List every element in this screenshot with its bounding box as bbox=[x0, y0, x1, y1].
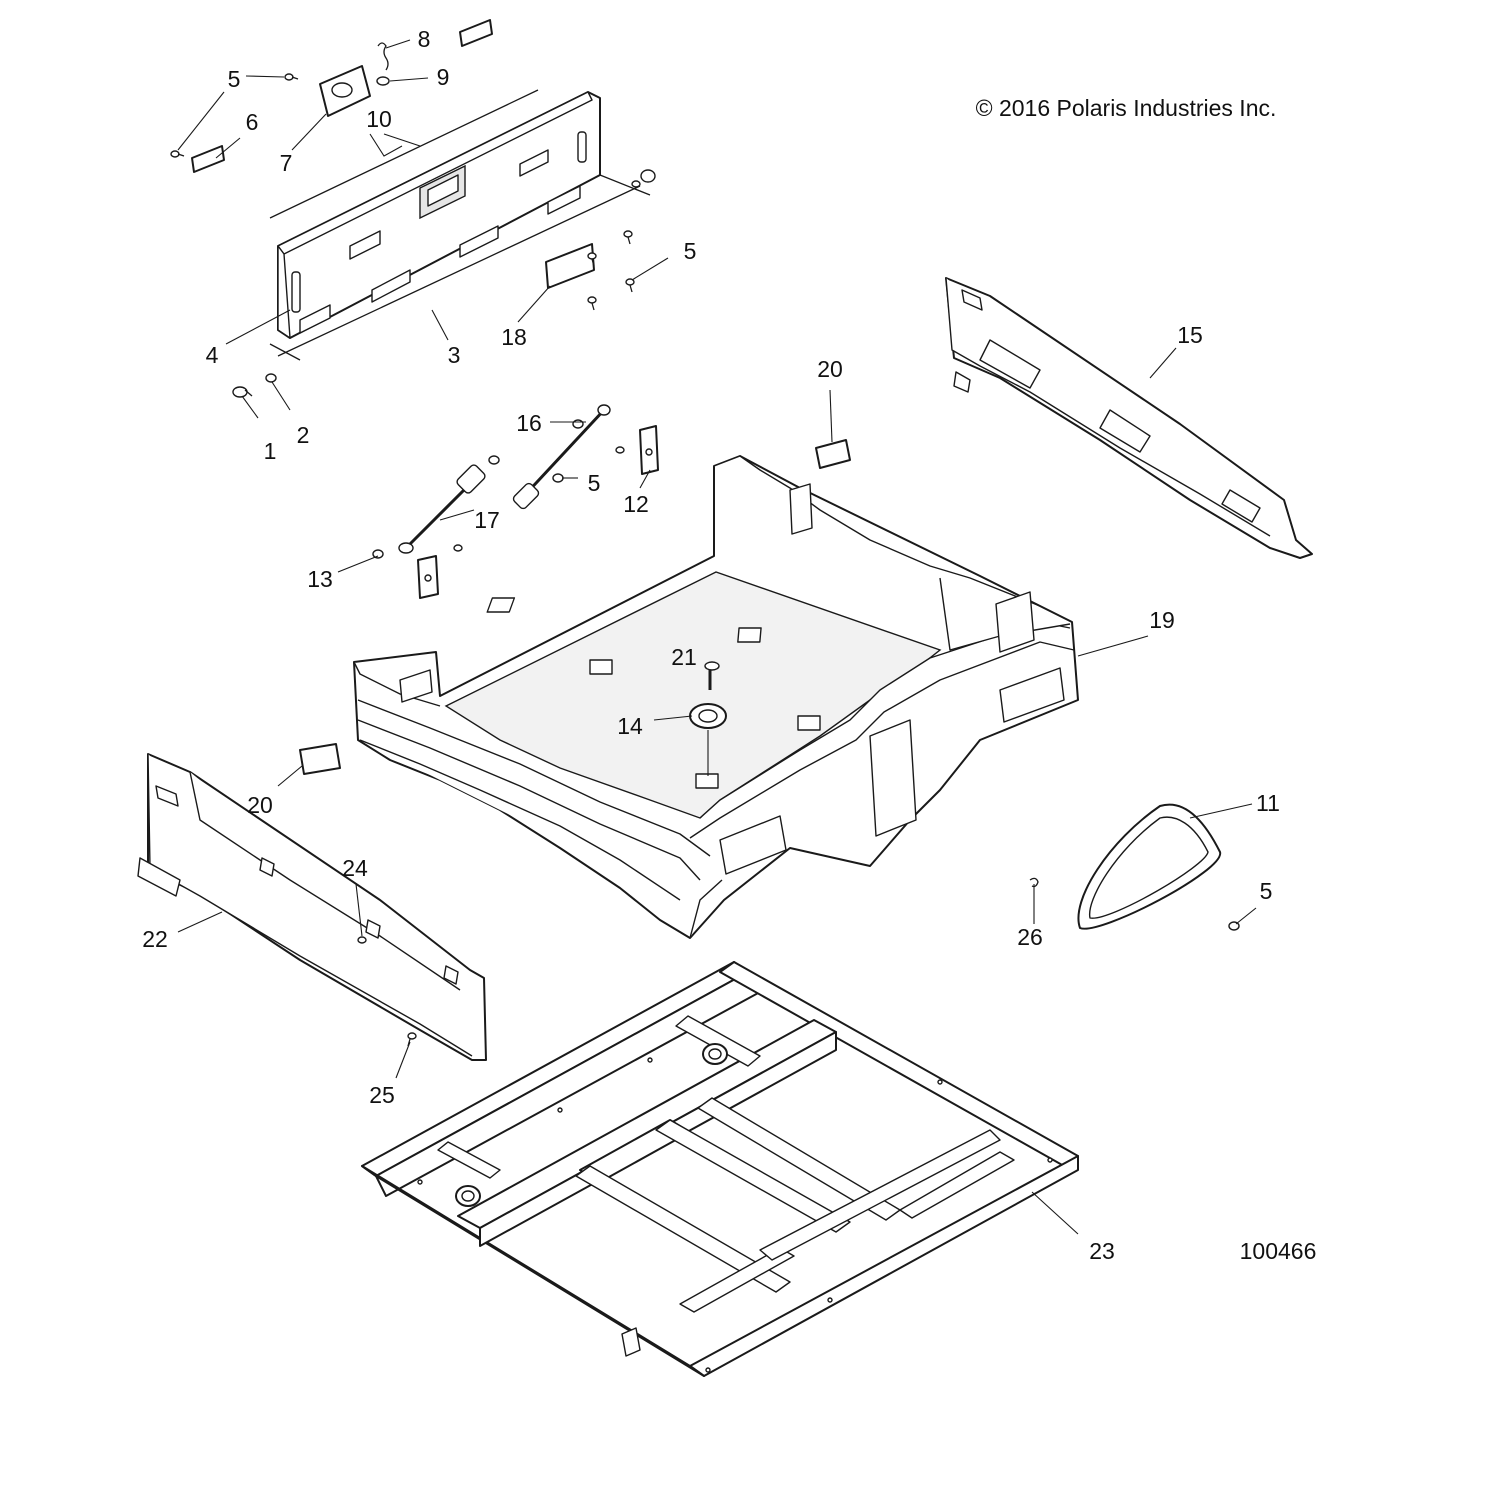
bracket-lower bbox=[417, 555, 439, 599]
bolt-21 bbox=[704, 661, 720, 690]
callout-18: 18 bbox=[501, 324, 527, 350]
tailgate-cable bbox=[269, 89, 539, 219]
support-strut-17a bbox=[398, 464, 486, 554]
screw-cluster-5 bbox=[587, 230, 635, 311]
copyright-notice: © 2016 Polaris Industries Inc. bbox=[976, 95, 1277, 121]
bolt-1 bbox=[232, 386, 253, 398]
spring-8 bbox=[377, 42, 389, 71]
bolt-right bbox=[631, 169, 656, 188]
callout-12: 12 bbox=[623, 491, 649, 517]
drain-plug-14 bbox=[689, 703, 727, 776]
callout-20-left: 20 bbox=[247, 792, 273, 818]
latch-plate-7 bbox=[319, 65, 371, 117]
callout-14: 14 bbox=[617, 713, 643, 739]
callout-4: 4 bbox=[206, 342, 219, 368]
plate-18 bbox=[545, 243, 595, 289]
support-strut-16 bbox=[512, 404, 611, 510]
emblem-6 bbox=[191, 145, 225, 173]
nut-9 bbox=[376, 76, 390, 86]
callout-21: 21 bbox=[671, 644, 697, 670]
callout-25: 25 bbox=[369, 1082, 395, 1108]
callout-10: 10 bbox=[366, 106, 392, 132]
callout-26: 26 bbox=[1017, 924, 1043, 950]
bracket-12 bbox=[639, 425, 659, 475]
callout-24: 24 bbox=[342, 855, 368, 881]
callout-3: 3 bbox=[448, 342, 461, 368]
callout-5-light: 5 bbox=[1260, 878, 1273, 904]
label-20-left bbox=[299, 743, 341, 775]
callout-7: 7 bbox=[280, 150, 293, 176]
side-panel-15 bbox=[945, 277, 1313, 559]
callout-9: 9 bbox=[437, 64, 450, 90]
callout-19: 19 bbox=[1149, 607, 1175, 633]
screw-top-1 bbox=[284, 73, 299, 81]
leader-lines bbox=[177, 39, 1257, 1235]
callout-5-cluster: 5 bbox=[684, 238, 697, 264]
tailgate-panel bbox=[277, 91, 601, 339]
tail-light-11 bbox=[1077, 803, 1222, 930]
cargo-box-19 bbox=[353, 455, 1079, 939]
callout-20-right: 20 bbox=[817, 356, 843, 382]
callout-23: 23 bbox=[1089, 1238, 1115, 1264]
washer-2 bbox=[265, 373, 277, 383]
callout-5-top: 5 bbox=[228, 66, 241, 92]
callout-11: 11 bbox=[1256, 790, 1280, 816]
box-frame-23 bbox=[361, 961, 1079, 1377]
callout-6: 6 bbox=[246, 109, 259, 135]
hinge-rod bbox=[277, 185, 641, 357]
callout-17: 17 bbox=[474, 507, 500, 533]
callout-22: 22 bbox=[142, 926, 168, 952]
strut-fasteners bbox=[372, 446, 625, 559]
side-panel-22 bbox=[137, 753, 487, 1061]
label-20-right bbox=[815, 439, 851, 469]
callout-15: 15 bbox=[1177, 322, 1203, 348]
callout-5-strut: 5 bbox=[588, 470, 601, 496]
emblem-top bbox=[459, 19, 493, 47]
callout-16: 16 bbox=[516, 410, 542, 436]
screw-24 bbox=[357, 936, 367, 944]
callout-labels: 1 2 3 4 5 5 5 5 6 7 8 9 10 11 12 13 14 1… bbox=[142, 26, 1280, 1264]
callout-8: 8 bbox=[418, 26, 431, 52]
hinge-rod-end bbox=[269, 343, 301, 361]
hinge-line bbox=[599, 174, 651, 196]
callout-1: 1 bbox=[264, 438, 277, 464]
screw-top-2 bbox=[170, 150, 185, 158]
diagram-reference-number: 100466 bbox=[1240, 1238, 1317, 1264]
callout-2: 2 bbox=[297, 422, 310, 448]
callout-13: 13 bbox=[307, 566, 333, 592]
